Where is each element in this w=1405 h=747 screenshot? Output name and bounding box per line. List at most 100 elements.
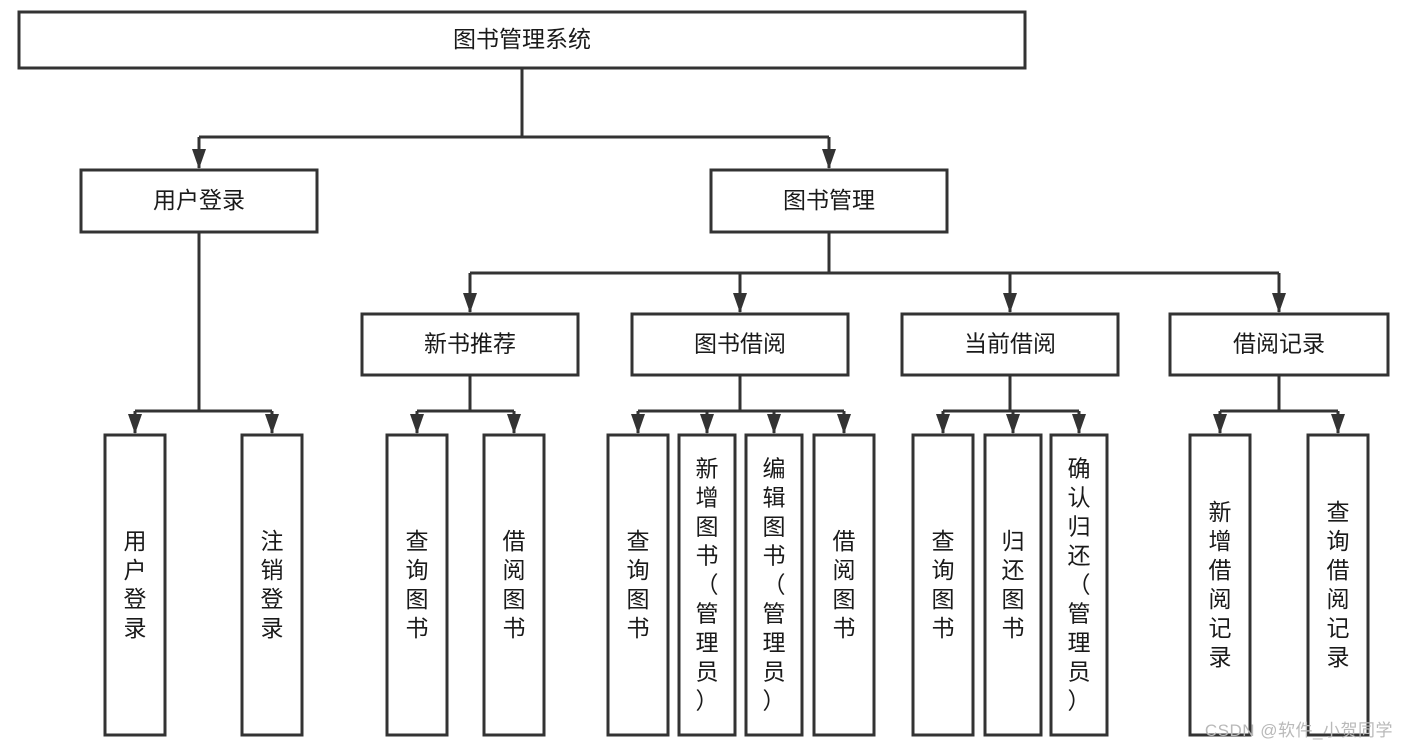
arrow-head-icon — [1272, 293, 1286, 313]
node-leaf-query-borrow-record[interactable]: 查询借阅记录 — [1306, 433, 1370, 737]
current-borrow-to-leaves-arrow-1 — [1006, 414, 1020, 434]
arrow-head-icon — [1331, 414, 1345, 434]
node-box-book-borrow — [630, 312, 850, 377]
node-label-current-borrow: 当前借阅 — [964, 331, 1056, 357]
node-leaf-borrow-books-rec[interactable]: 借阅图书 — [482, 433, 546, 737]
node-book-management[interactable]: 图书管理 — [709, 168, 949, 234]
book-borrow-to-leaves-arrow-3 — [837, 414, 851, 434]
node-leaf-add-book-admin[interactable]: 新增图书（管理员） — [677, 433, 737, 737]
current-borrow-to-leaves-arrow-0 — [936, 414, 950, 434]
arrow-head-icon — [463, 293, 477, 313]
node-box-leaf-return-book — [983, 433, 1043, 737]
arrow-head-icon — [1072, 414, 1086, 434]
node-box-leaf-query-borrow-record — [1306, 433, 1370, 737]
node-leaf-confirm-return-admin[interactable]: 确认归还（管理员） — [1049, 433, 1109, 737]
node-root[interactable]: 图书管理系统 — [17, 10, 1027, 70]
borrow-records-to-leaves-arrow-0 — [1213, 414, 1227, 434]
bookmgmt-to-l3-arrow-3 — [1272, 293, 1286, 313]
arrow-head-icon — [837, 414, 851, 434]
node-label-leaf-edit-book-admin: 编辑图书（管理员） — [763, 456, 786, 714]
node-leaf-edit-book-admin[interactable]: 编辑图书（管理员） — [744, 433, 804, 737]
arrow-head-icon — [128, 414, 142, 434]
root-to-l2-arrow-0 — [192, 149, 206, 169]
new-book-recommend-to-leaves-arrow-1 — [507, 414, 521, 434]
borrow-records-to-leaves-arrow-1 — [1331, 414, 1345, 434]
node-label-leaf-borrow-book: 借阅图书 — [833, 528, 856, 641]
node-box-leaf-query-books-rec — [385, 433, 449, 737]
node-layer: 图书管理系统用户登录图书管理新书推荐图书借阅当前借阅借阅记录用户登录注销登录查询… — [17, 10, 1390, 737]
node-label-new-book-recommend: 新书推荐 — [424, 331, 516, 357]
arrow-head-icon — [192, 149, 206, 169]
node-current-borrow[interactable]: 当前借阅 — [900, 312, 1120, 377]
node-leaf-add-borrow-record[interactable]: 新增借阅记录 — [1188, 433, 1252, 737]
arrow-head-icon — [1006, 414, 1020, 434]
node-leaf-user-logout[interactable]: 注销登录 — [240, 433, 304, 737]
arrow-head-icon — [767, 414, 781, 434]
connector-layer — [128, 68, 1345, 434]
node-box-user-login — [79, 168, 319, 234]
node-label-leaf-user-logout: 注销登录 — [261, 528, 284, 641]
arrow-head-icon — [822, 149, 836, 169]
node-box-leaf-edit-book-admin — [744, 433, 804, 737]
arrow-head-icon — [410, 414, 424, 434]
arrow-head-icon — [733, 293, 747, 313]
node-label-leaf-confirm-return-admin: 确认归还（管理员） — [1068, 456, 1091, 714]
node-new-book-recommend[interactable]: 新书推荐 — [360, 312, 580, 377]
node-label-leaf-add-book-admin: 新增图书（管理员） — [696, 456, 719, 714]
arrow-head-icon — [1003, 293, 1017, 313]
arrow-head-icon — [936, 414, 950, 434]
node-box-new-book-recommend — [360, 312, 580, 377]
node-label-book-borrow: 图书借阅 — [694, 331, 786, 357]
arrow-head-icon — [700, 414, 714, 434]
node-leaf-user-login[interactable]: 用户登录 — [103, 433, 167, 737]
node-box-root — [17, 10, 1027, 70]
node-leaf-query-books-current[interactable]: 查询图书 — [911, 433, 975, 737]
node-user-login[interactable]: 用户登录 — [79, 168, 319, 234]
node-label-leaf-query-books-rec: 查询图书 — [406, 528, 429, 641]
node-label-leaf-add-borrow-record: 新增借阅记录 — [1209, 499, 1232, 670]
new-book-recommend-to-leaves-arrow-0 — [410, 414, 424, 434]
node-box-book-management — [709, 168, 949, 234]
node-box-leaf-user-login — [103, 433, 167, 737]
node-label-book-management: 图书管理 — [783, 187, 875, 213]
node-label-leaf-query-borrow-record: 查询借阅记录 — [1327, 499, 1350, 670]
node-label-leaf-borrow-books-rec: 借阅图书 — [503, 528, 526, 641]
user-login-to-leaves-arrow-0 — [128, 414, 142, 434]
node-label-leaf-query-books-borrow: 查询图书 — [627, 528, 650, 641]
node-leaf-borrow-book[interactable]: 借阅图书 — [812, 433, 876, 737]
node-box-leaf-borrow-books-rec — [482, 433, 546, 737]
bookmgmt-to-l3-arrow-0 — [463, 293, 477, 313]
node-box-leaf-add-borrow-record — [1188, 433, 1252, 737]
book-borrow-to-leaves-arrow-1 — [700, 414, 714, 434]
bookmgmt-to-l3-arrow-2 — [1003, 293, 1017, 313]
node-label-user-login: 用户登录 — [153, 187, 245, 213]
node-leaf-return-book[interactable]: 归还图书 — [983, 433, 1043, 737]
arrow-head-icon — [1213, 414, 1227, 434]
current-borrow-to-leaves-arrow-2 — [1072, 414, 1086, 434]
node-label-leaf-query-books-current: 查询图书 — [932, 528, 955, 641]
node-leaf-query-books-borrow[interactable]: 查询图书 — [606, 433, 670, 737]
user-login-to-leaves-arrow-1 — [265, 414, 279, 434]
node-leaf-query-books-rec[interactable]: 查询图书 — [385, 433, 449, 737]
node-box-current-borrow — [900, 312, 1120, 377]
node-box-leaf-user-logout — [240, 433, 304, 737]
node-label-leaf-user-login: 用户登录 — [124, 528, 147, 641]
book-borrow-to-leaves-arrow-0 — [631, 414, 645, 434]
arrow-head-icon — [631, 414, 645, 434]
bookmgmt-to-l3-arrow-1 — [733, 293, 747, 313]
node-box-leaf-confirm-return-admin — [1049, 433, 1109, 737]
book-borrow-to-leaves-arrow-2 — [767, 414, 781, 434]
node-box-leaf-borrow-book — [812, 433, 876, 737]
node-label-borrow-records: 借阅记录 — [1233, 331, 1325, 357]
arrow-head-icon — [265, 414, 279, 434]
node-box-leaf-query-books-current — [911, 433, 975, 737]
root-to-l2-arrow-1 — [822, 149, 836, 169]
node-book-borrow[interactable]: 图书借阅 — [630, 312, 850, 377]
node-box-leaf-query-books-borrow — [606, 433, 670, 737]
node-box-borrow-records — [1168, 312, 1390, 377]
csdn-watermark: CSDN @软件_小贺同学 — [1204, 721, 1393, 740]
node-box-leaf-add-book-admin — [677, 433, 737, 737]
node-borrow-records[interactable]: 借阅记录 — [1168, 312, 1390, 377]
